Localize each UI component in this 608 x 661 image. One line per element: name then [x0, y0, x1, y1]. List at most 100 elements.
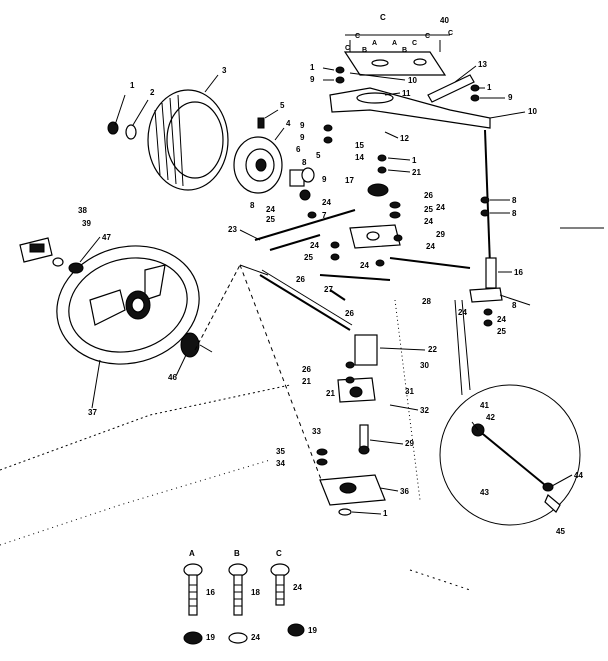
label-1a: 1 — [310, 63, 315, 72]
label-25b: 25 — [424, 205, 433, 214]
tie-rod — [319, 274, 391, 301]
tire — [147, 89, 229, 191]
label-1b: 1 — [412, 156, 417, 165]
label-27: 27 — [324, 285, 333, 294]
background-outline — [0, 227, 604, 591]
leader-lines — [79, 65, 573, 515]
label-21c: 21 — [326, 389, 335, 398]
label-10b: 10 — [528, 107, 537, 116]
label-31: 31 — [405, 387, 414, 396]
label-24d: 24 — [436, 203, 445, 212]
washers-nuts — [307, 66, 493, 466]
label-14: 14 — [355, 153, 364, 162]
fastener-details — [183, 563, 305, 645]
center-bracket — [349, 183, 471, 269]
label-15: 15 — [355, 141, 364, 150]
label-30: 30 — [420, 361, 429, 370]
emblem — [19, 237, 84, 274]
label-43: 43 — [480, 488, 489, 497]
label-9b: 9 — [300, 121, 305, 130]
label-26a: 26 — [296, 275, 305, 284]
label-21a: 21 — [412, 168, 421, 177]
label-b2: B — [402, 47, 407, 54]
label-38: 38 — [78, 206, 87, 215]
label-24c: 24 — [424, 217, 433, 226]
label-a2: A — [392, 40, 397, 47]
fastener-c-num1: 24 — [293, 583, 302, 592]
label-2b: 5 — [316, 151, 321, 160]
label-16b: 16 — [514, 268, 523, 277]
label-24f: 24 — [458, 308, 467, 317]
label-10a: 10 — [408, 76, 417, 85]
label-9e: 9 — [322, 175, 327, 184]
label-24a: 24 — [310, 241, 319, 250]
detail-leader — [454, 299, 471, 396]
drag-link — [254, 209, 356, 251]
label-23: 23 — [228, 225, 237, 234]
label-7: 7 — [322, 211, 327, 220]
label-8c: 8 — [512, 209, 517, 218]
label-8a: 8 — [302, 158, 307, 167]
label-c-top: C — [380, 13, 386, 22]
mounting-plate — [343, 34, 450, 76]
label-45: 45 — [556, 527, 565, 536]
label-11: 11 — [402, 89, 411, 98]
label-13: 13 — [478, 60, 487, 69]
label-25c: 25 — [304, 253, 313, 262]
label-39: 39 — [82, 219, 91, 228]
spindle-parts — [257, 117, 315, 201]
label-24g: 24 — [266, 205, 275, 214]
fastener-a-num1: 16 — [206, 588, 215, 597]
label-35: 35 — [276, 447, 285, 456]
pivot-pin — [427, 74, 475, 103]
label-47: 47 — [102, 233, 111, 242]
wheel-hardware — [107, 94, 149, 140]
label-8e: 8 — [512, 301, 517, 310]
wheel-hub — [233, 136, 283, 194]
steering-shaft — [194, 264, 353, 491]
fastener-a-label: A — [189, 549, 195, 558]
label-24e: 24 — [426, 242, 435, 251]
label-5: 5 — [280, 101, 285, 110]
label-22: 22 — [428, 345, 437, 354]
label-44: 44 — [574, 471, 583, 480]
label-32: 32 — [420, 406, 429, 415]
label-26d: 26 — [302, 365, 311, 374]
label-26c: 26 — [345, 309, 354, 318]
label-37: 37 — [88, 408, 97, 417]
label-c6: C — [345, 45, 350, 52]
fastener-c-label: C — [276, 549, 282, 558]
label-3: 3 — [222, 66, 227, 75]
label-17: 17 — [345, 176, 354, 185]
label-8b: 8 — [512, 196, 517, 205]
label-1: 1 — [130, 81, 135, 90]
label-24h: 24 — [322, 198, 331, 207]
label-6: 6 — [296, 145, 301, 154]
label-41: 41 — [480, 401, 489, 410]
label-8d: 8 — [250, 201, 255, 210]
label-29: 29 — [436, 230, 445, 239]
front-axle — [329, 87, 491, 129]
right-spindle — [469, 129, 531, 306]
fastener-b-label: B — [234, 549, 240, 558]
steering-gear-box — [337, 334, 378, 403]
label-26b: 26 — [424, 191, 433, 200]
fastener-labels: A B C 16 19 18 24 24 19 — [189, 549, 317, 642]
steering-gear — [180, 332, 213, 358]
label-c2: C — [355, 33, 360, 40]
label-46: 46 — [168, 373, 177, 382]
bolt-28 — [358, 424, 370, 455]
label-36: 36 — [400, 487, 409, 496]
fastener-c-num2: 19 — [308, 626, 317, 635]
label-40: 40 — [440, 16, 449, 25]
label-33: 33 — [312, 427, 321, 436]
label-42: 42 — [486, 413, 495, 422]
label-1e: 1 — [383, 509, 388, 518]
label-c3: C — [412, 40, 417, 47]
fastener-b-num1: 18 — [251, 588, 260, 597]
label-b1: B — [362, 47, 367, 54]
part-labels: 40 C C A A C C C C B B 1 9 10 11 13 1 9 … — [78, 13, 583, 536]
label-28: 28 — [422, 297, 431, 306]
